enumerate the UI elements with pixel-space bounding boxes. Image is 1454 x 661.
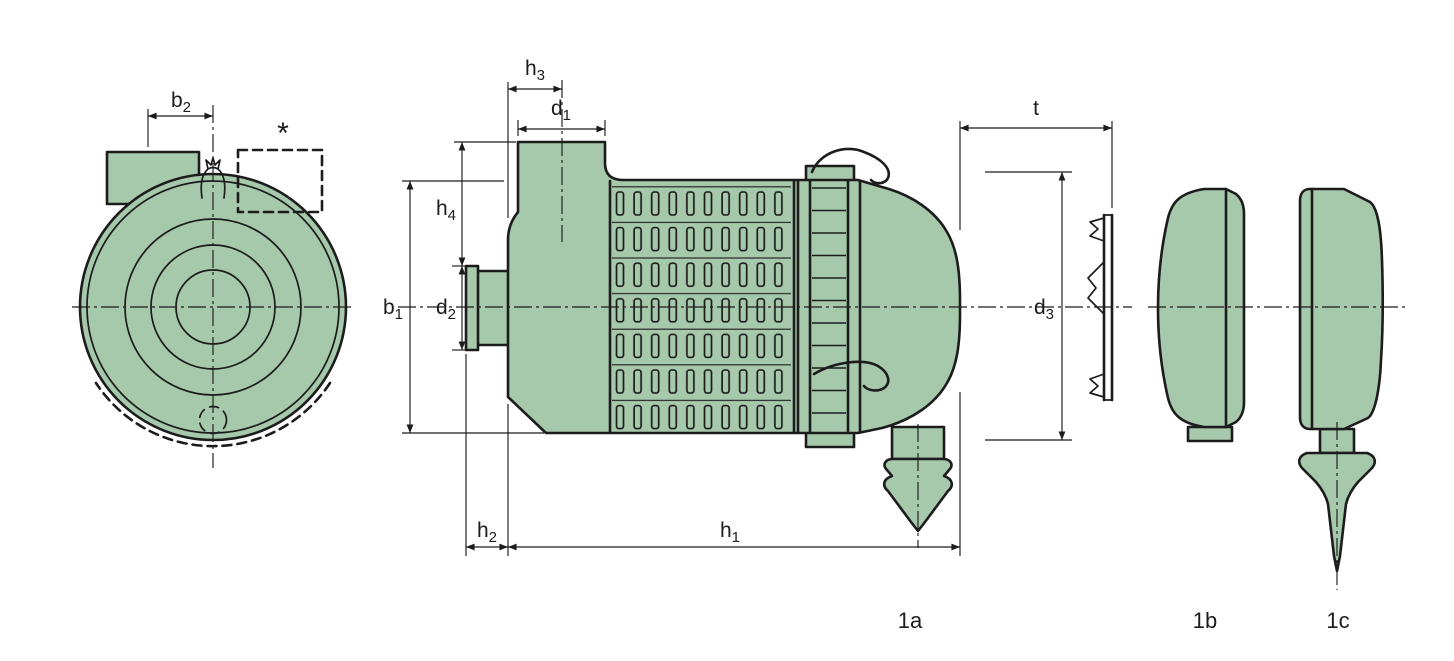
top-latch-wire	[810, 147, 891, 185]
front-view: b2 *	[72, 89, 354, 468]
dim-label-h4: h4	[436, 197, 456, 224]
dimension-h2: h2	[465, 354, 508, 556]
dim-label-t: t	[1033, 97, 1039, 120]
dim-label-b1: b1	[383, 296, 403, 323]
dim-label-d3: d3	[1034, 296, 1054, 323]
dimension-h3: h3	[507, 57, 562, 218]
dim-label-h1: h1	[720, 519, 740, 546]
band-hook-bottom	[1089, 373, 1105, 398]
side-view: h3 d1 h4 d2 b1	[383, 57, 1132, 556]
band-hook-top	[1089, 217, 1105, 242]
dim-label-h2: h2	[477, 519, 497, 546]
band-latch-detail	[200, 157, 226, 199]
part-label-1b: 1b	[1193, 608, 1217, 633]
cover-view-1c	[1297, 187, 1384, 590]
cover-body-ejector	[1298, 187, 1384, 431]
band-profile-view	[1087, 213, 1114, 402]
cover-body	[1156, 187, 1246, 429]
alternate-bracket-dashed	[236, 148, 324, 214]
dimension-d1: d1	[517, 97, 606, 136]
cover-view-1b	[1156, 187, 1246, 443]
bottom-latch-wire	[812, 360, 890, 392]
dim-label-d1: d1	[551, 97, 571, 124]
dim-label-b2: b2	[171, 89, 191, 116]
dim-label-d2: d2	[436, 296, 456, 323]
dimension-h1: h1	[507, 392, 961, 556]
cover-foot	[1186, 425, 1234, 443]
dimension-b2: b2	[147, 89, 213, 147]
dimension-b1: b1	[383, 180, 544, 434]
band-rungs	[810, 186, 848, 432]
part-labels: 1a 1b 1c	[898, 608, 1350, 633]
dimension-h4: h4	[436, 141, 516, 266]
band-hook-middle	[1087, 261, 1105, 315]
asterisk-annotation: *	[277, 117, 289, 150]
outlet-flange	[464, 264, 480, 352]
part-label-1a: 1a	[898, 608, 923, 633]
dimension-d2: d2	[436, 265, 466, 351]
dimension-d3: d3	[985, 171, 1072, 441]
dim-label-h3: h3	[525, 57, 545, 84]
dimension-t: t	[959, 97, 1113, 230]
part-label-1c: 1c	[1326, 608, 1349, 633]
